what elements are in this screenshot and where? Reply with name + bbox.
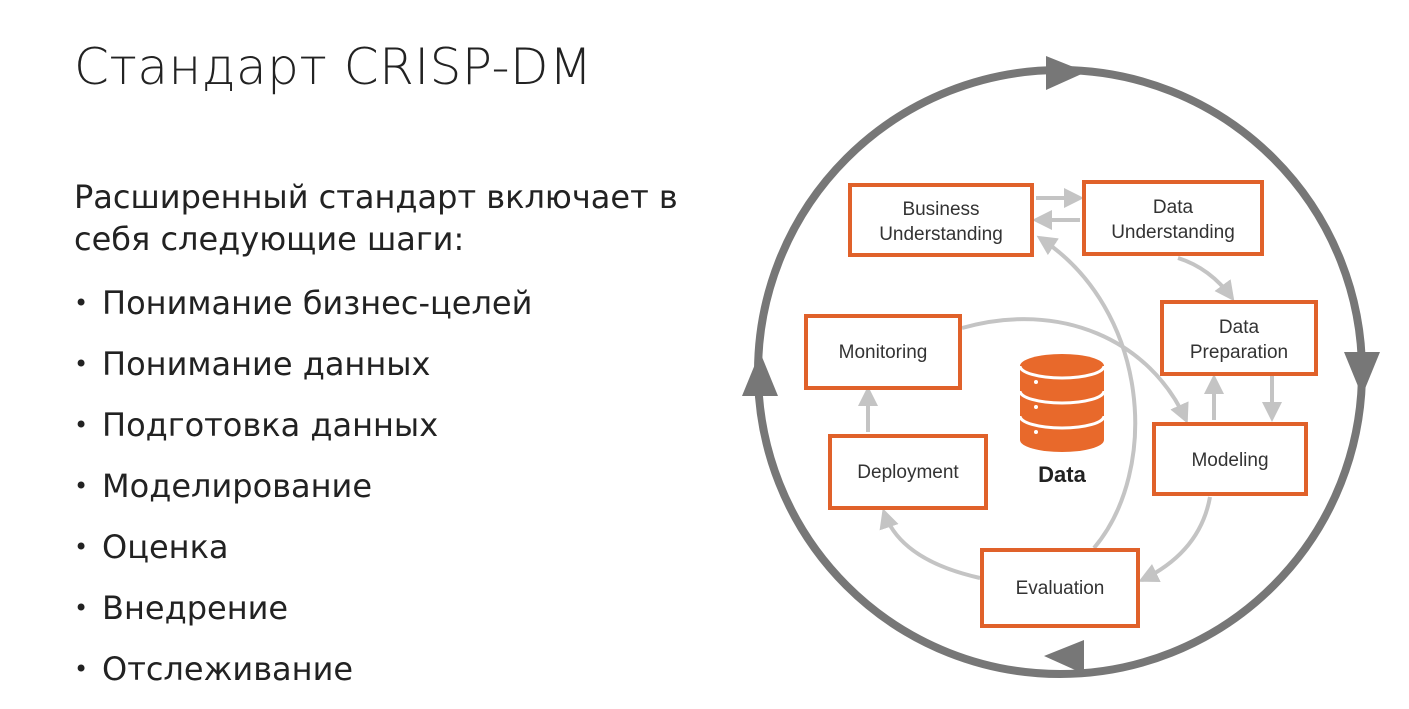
bullet-icon: •: [74, 350, 89, 378]
node-deployment: Deployment: [828, 434, 988, 510]
list-item: • Понимание бизнес-целей: [74, 278, 532, 339]
node-label: Preparation: [1190, 342, 1288, 363]
arrow-du-to-dp: [1177, 256, 1235, 302]
steps-list: • Понимание бизнес-целей • Понимание данны…: [74, 278, 532, 705]
node-label: Understanding: [1111, 222, 1235, 243]
cycle-arrow-right-icon: [1344, 352, 1380, 396]
bullet-icon: •: [74, 289, 89, 317]
node-monitoring: Monitoring: [804, 314, 962, 390]
step-label: Подготовка данных: [102, 406, 439, 444]
node-label: Data: [1219, 317, 1260, 338]
arrow-modeling-to-evaluation: [1138, 496, 1212, 583]
list-item: • Оценка: [74, 522, 532, 583]
step-label: Внедрение: [102, 589, 289, 627]
cycle-arrow-top-icon: [1046, 56, 1086, 90]
cycle-arrow-bottom-icon: [1044, 640, 1084, 674]
list-item: • Отслеживание: [74, 644, 532, 705]
list-item: • Моделирование: [74, 461, 532, 522]
step-label: Оценка: [102, 528, 229, 566]
list-item: • Подготовка данных: [74, 400, 532, 461]
list-item: • Внедрение: [74, 583, 532, 644]
cycle-arrow-left-icon: [742, 352, 778, 396]
node-data-preparation: Data Preparation: [1160, 300, 1318, 376]
node-label: Monitoring: [839, 342, 928, 363]
page-title: Стандарт CRISP-DM: [74, 38, 593, 96]
node-modeling: Modeling: [1152, 422, 1308, 496]
bullet-icon: •: [74, 472, 89, 500]
bullet-icon: •: [74, 411, 89, 439]
node-business-understanding: Business Understanding: [848, 183, 1034, 257]
step-label: Отслеживание: [102, 650, 354, 688]
node-label: Modeling: [1191, 450, 1268, 471]
node-evaluation: Evaluation: [980, 548, 1140, 628]
bullet-icon: •: [74, 533, 89, 561]
node-label: Business: [902, 199, 979, 220]
bullet-icon: •: [74, 594, 89, 622]
node-label: Evaluation: [1016, 578, 1105, 599]
arrow-monitoring-to-modeling: [961, 317, 1189, 424]
step-label: Понимание бизнес-целей: [102, 284, 533, 322]
bullet-icon: •: [74, 655, 89, 683]
step-label: Понимание данных: [102, 345, 431, 383]
data-center-label: Data: [1038, 462, 1086, 487]
arrow-evaluation-to-deployment: [879, 508, 981, 580]
arrow-evaluation-to-bu: [1036, 235, 1138, 550]
node-label: Understanding: [879, 224, 1003, 245]
intro-text: Расширенный стандарт включает в себя сле…: [74, 178, 678, 258]
node-label: Data: [1153, 197, 1194, 218]
list-item: • Понимание данных: [74, 339, 532, 400]
database-icon: [1018, 354, 1106, 452]
node-label: Deployment: [857, 462, 959, 483]
node-data-understanding: Data Understanding: [1082, 180, 1264, 256]
inner-arrows: [858, 188, 1282, 583]
step-label: Моделирование: [102, 467, 373, 505]
